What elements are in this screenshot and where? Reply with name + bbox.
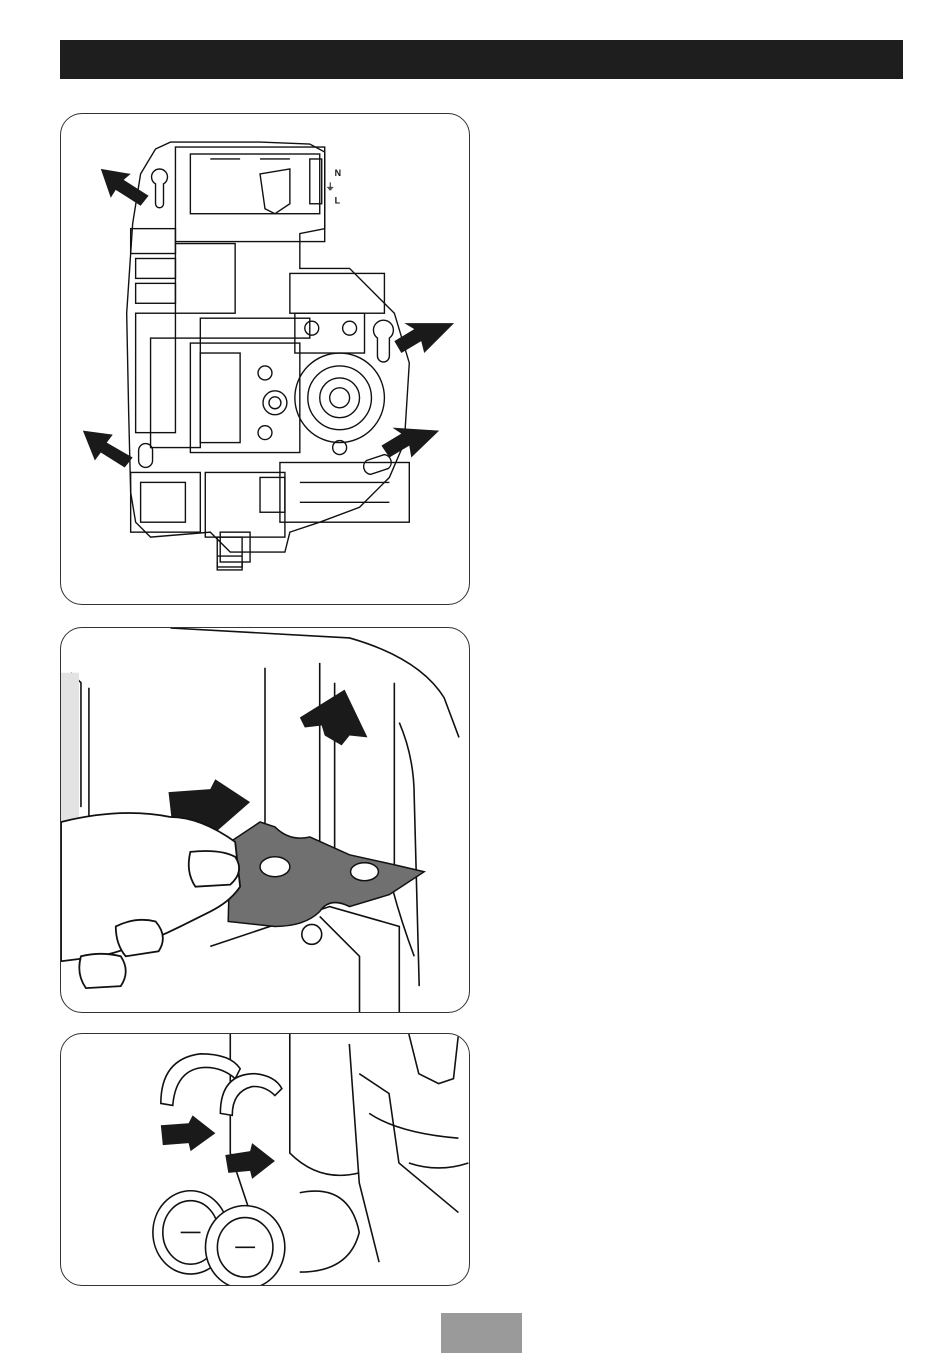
section-header-bar xyxy=(60,40,903,79)
arrow-left-clip xyxy=(161,1115,216,1151)
figure-push-fit-clips xyxy=(60,1033,470,1286)
arrow-top-left xyxy=(101,169,149,206)
arrow-right-clip xyxy=(225,1143,275,1179)
spanner-pipe-illustration xyxy=(61,628,469,1012)
figure-unit-mounting: N L ⏚ xyxy=(60,113,470,605)
unit-mounting-illustration: N L ⏚ xyxy=(61,114,469,604)
arrow-right-top xyxy=(394,323,454,353)
push-fit-clip-illustration xyxy=(61,1034,469,1285)
arrow-bottom-left xyxy=(83,431,133,468)
up-arrow xyxy=(300,690,368,746)
page-number-tab xyxy=(441,1313,522,1353)
earth-terminal-label: ⏚ xyxy=(326,182,335,192)
neutral-terminal-label: N xyxy=(335,168,341,178)
arrow-right-bottom xyxy=(381,428,439,458)
live-terminal-label: L xyxy=(335,196,341,206)
figure-spanner-pipes xyxy=(60,627,470,1013)
